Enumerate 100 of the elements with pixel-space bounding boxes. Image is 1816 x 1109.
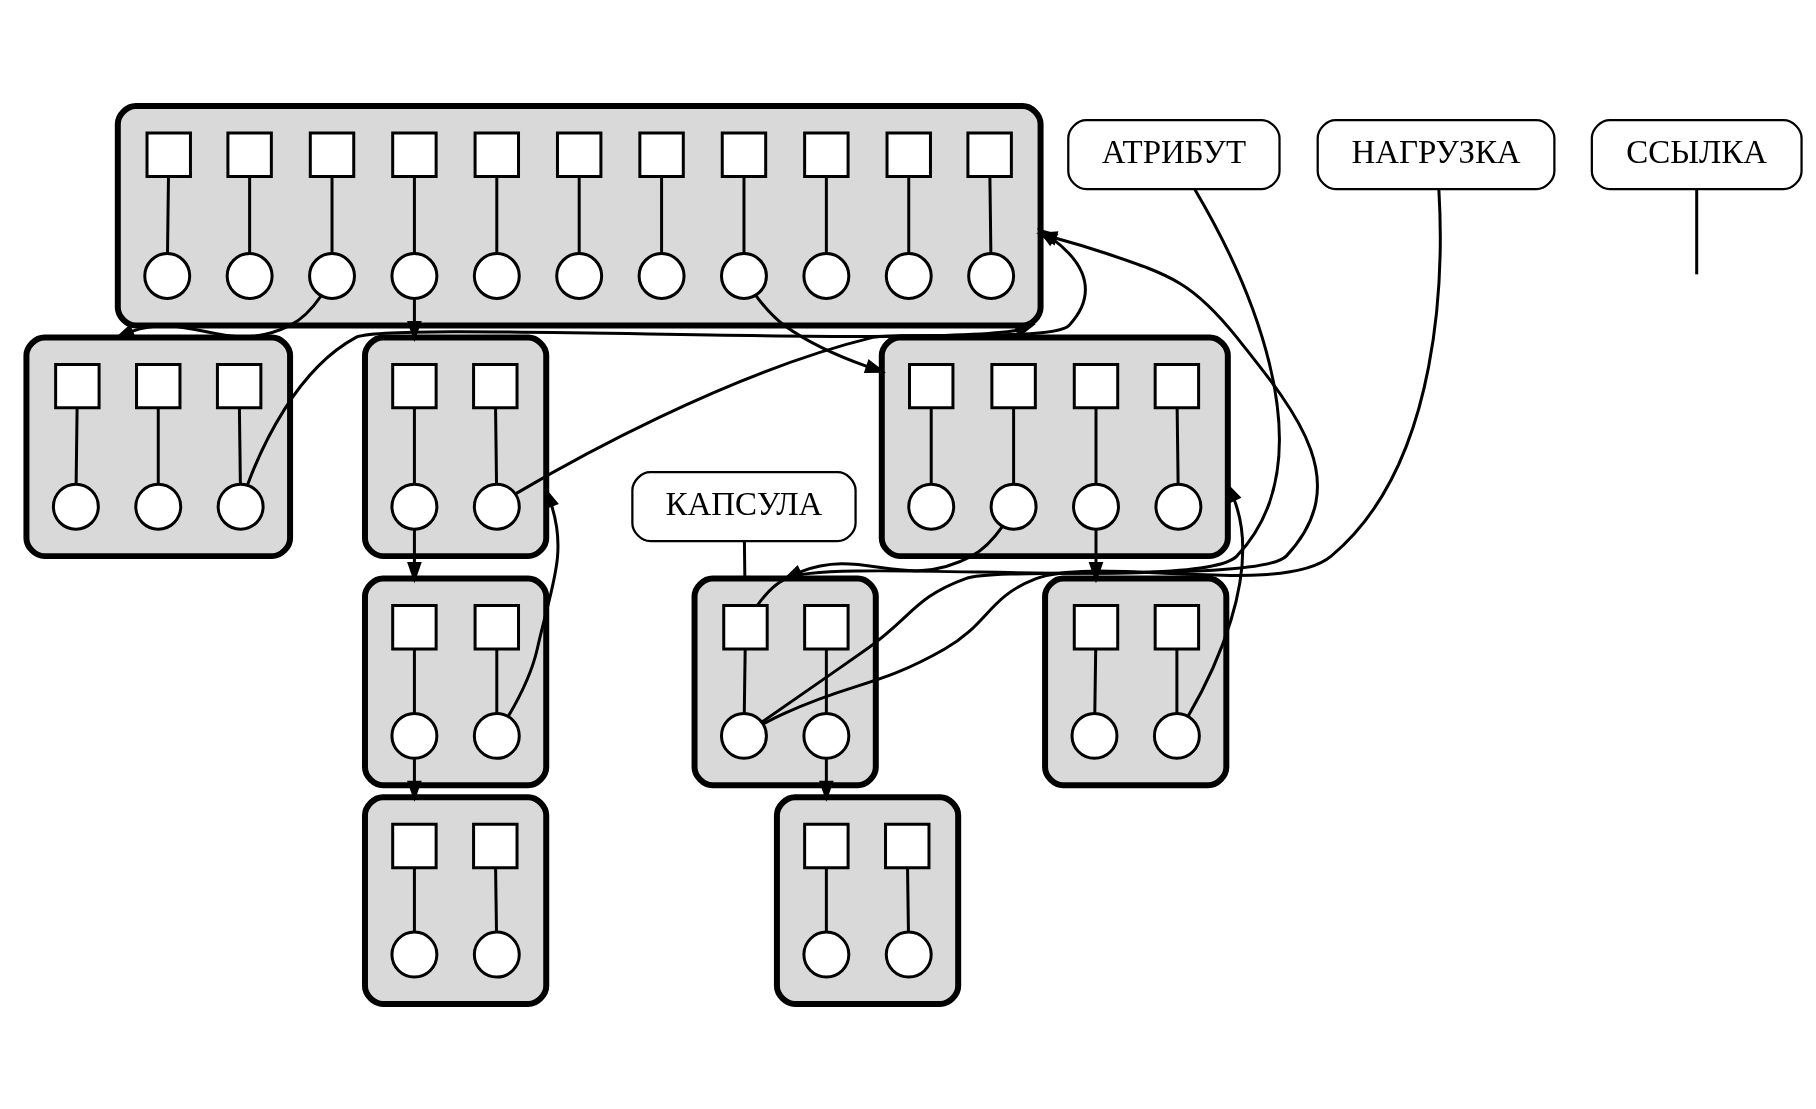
connector (1175, 648, 1179, 713)
connector (756, 188, 1281, 606)
node-box (1072, 603, 1120, 650)
arrow (761, 230, 1319, 723)
connector (988, 176, 993, 253)
arrow (407, 298, 422, 342)
connector (742, 176, 746, 253)
connector (494, 867, 498, 932)
node-box (135, 362, 182, 409)
node-box (145, 130, 192, 178)
node-box (226, 130, 273, 178)
node-box (391, 822, 438, 869)
connector (412, 407, 416, 484)
node-circle (390, 930, 439, 979)
connector (1094, 407, 1098, 484)
connector (742, 648, 747, 713)
connector (412, 176, 416, 253)
node-box (54, 362, 101, 409)
node-box (803, 603, 850, 650)
node-circle (390, 711, 439, 760)
node-box (885, 130, 932, 178)
connector (495, 648, 499, 713)
connector (906, 867, 910, 932)
node-circle (134, 482, 183, 531)
connector (1093, 648, 1098, 713)
node-box (473, 603, 520, 650)
cluster (23, 333, 294, 559)
node-box (908, 362, 955, 409)
node-box (472, 822, 519, 869)
node-circle (51, 482, 100, 531)
cluster (362, 333, 550, 559)
arrow (819, 758, 834, 802)
node-circle (1072, 482, 1120, 531)
node-circle (907, 482, 956, 531)
node-box: НАГРУЗКА (1316, 118, 1556, 190)
node-circle (989, 482, 1038, 531)
node-circle (555, 251, 604, 300)
connector (824, 176, 828, 253)
connector (824, 648, 828, 713)
connector (156, 407, 160, 484)
node-box (391, 603, 438, 650)
cluster (114, 102, 1044, 328)
connector (660, 176, 664, 253)
connector (577, 176, 581, 253)
connector (237, 407, 242, 484)
arrow (246, 323, 1036, 486)
node-circle (472, 482, 521, 531)
node-box (720, 130, 768, 178)
cluster (878, 333, 1231, 559)
arrow (407, 758, 422, 802)
node-box (884, 822, 931, 869)
node-circle (884, 930, 933, 979)
arrow (754, 293, 887, 373)
node-box (966, 130, 1013, 178)
node-circle (720, 711, 768, 760)
connector (166, 176, 170, 253)
connector (330, 176, 334, 253)
node-circle (637, 251, 686, 300)
connector (74, 407, 79, 484)
cluster (1042, 575, 1230, 788)
node-circle (1154, 482, 1203, 531)
node-circle (390, 251, 439, 300)
connector (907, 176, 911, 253)
node-circle (802, 251, 851, 300)
node-box (391, 362, 438, 409)
node-circle (143, 251, 192, 300)
node-circle (802, 711, 851, 760)
connector (412, 867, 416, 932)
connector (1012, 407, 1016, 484)
node-circle (472, 251, 521, 300)
node-circle (1070, 711, 1119, 760)
cluster (773, 793, 962, 1007)
node-circle (390, 482, 439, 531)
node-box (990, 362, 1037, 409)
node-circle (472, 711, 521, 760)
arrow (407, 528, 422, 583)
node-box: КАПСУЛА (631, 470, 857, 542)
node-circle (472, 930, 521, 979)
node-circle (802, 930, 851, 979)
node-box (722, 603, 769, 650)
connector (495, 176, 499, 253)
connector (1175, 407, 1180, 484)
node-box: АТРИБУТ (1067, 118, 1281, 190)
node-circle (720, 251, 768, 300)
arrow (514, 227, 1087, 495)
cluster (362, 575, 550, 788)
connector (412, 648, 416, 713)
connector (824, 867, 828, 932)
node-circle (1152, 711, 1201, 760)
node-box (638, 130, 685, 178)
node-box (472, 362, 519, 409)
node-box (803, 130, 850, 178)
node-circle (967, 251, 1016, 300)
cluster (362, 793, 550, 1007)
node-box (391, 130, 438, 178)
node-circle (884, 251, 933, 300)
connector (1695, 188, 1699, 274)
connector (762, 189, 1442, 725)
node-box (1072, 362, 1120, 409)
node-box: ССЫЛКА (1590, 118, 1803, 190)
